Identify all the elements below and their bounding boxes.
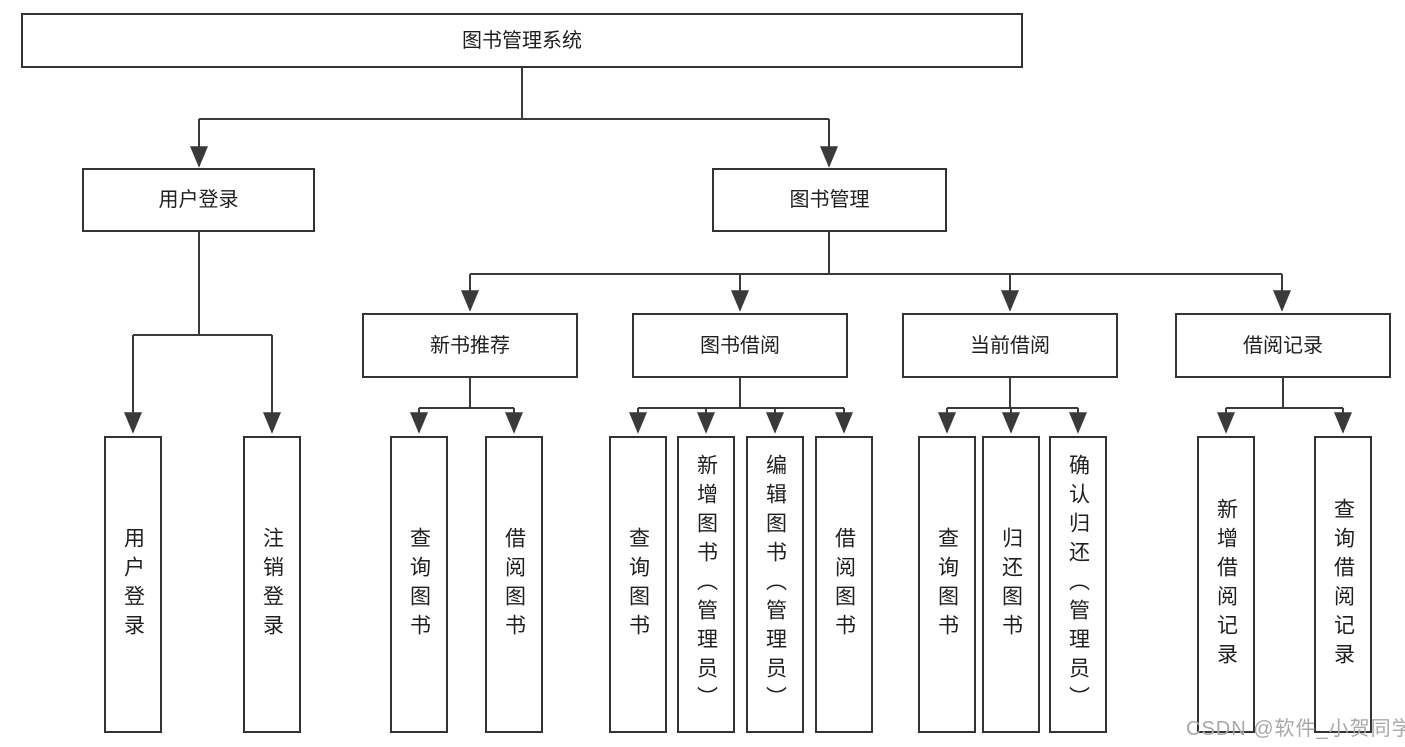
leaf-query-books-2: 查询图书 (609, 436, 667, 733)
watermark: CSDN @软件_小贺同学 (1186, 718, 1405, 740)
node-book-borrow-label: 图书借阅 (700, 334, 780, 357)
leaf-user-login: 用户登录 (104, 436, 162, 733)
node-library-system: 图书管理系统 (21, 13, 1023, 68)
node-borrow-records-label: 借阅记录 (1243, 334, 1323, 357)
leaf-query-borrow-record-label: 查询借阅记录 (1331, 497, 1355, 672)
leaf-logout: 注销登录 (243, 436, 301, 733)
leaf-add-borrow-record-label: 新增借阅记录 (1214, 497, 1238, 672)
leaf-logout-label: 注销登录 (260, 526, 284, 643)
leaf-borrow-books-1-label: 借阅图书 (502, 526, 526, 643)
node-book-management-label: 图书管理 (789, 189, 870, 211)
node-user-login: 用户登录 (82, 168, 315, 232)
node-user-login-label: 用户登录 (158, 189, 239, 211)
leaf-confirm-return-admin-label: 确认归还（管理员） (1066, 454, 1090, 715)
leaf-add-books-admin-label: 新增图书（管理员） (694, 454, 718, 715)
leaf-confirm-return-admin: 确认归还（管理员） (1049, 436, 1107, 733)
node-current-borrow-label: 当前借阅 (970, 334, 1050, 357)
node-library-system-label: 图书管理系统 (462, 29, 582, 52)
node-new-book-recommend-label: 新书推荐 (430, 334, 510, 357)
leaf-query-books-2-label: 查询图书 (626, 526, 650, 643)
leaf-query-borrow-record: 查询借阅记录 (1314, 436, 1372, 733)
node-book-management: 图书管理 (712, 168, 947, 232)
leaf-borrow-books-2: 借阅图书 (815, 436, 873, 733)
leaf-query-books-3: 查询图书 (918, 436, 976, 733)
node-new-book-recommend: 新书推荐 (362, 313, 578, 378)
leaf-return-books: 归还图书 (982, 436, 1040, 733)
leaf-query-books-3-label: 查询图书 (935, 526, 959, 643)
leaf-add-books-admin: 新增图书（管理员） (677, 436, 735, 733)
node-book-borrow: 图书借阅 (632, 313, 848, 378)
node-current-borrow: 当前借阅 (902, 313, 1118, 378)
leaf-query-books-1: 查询图书 (390, 436, 448, 733)
leaf-query-books-1-label: 查询图书 (407, 526, 431, 643)
node-borrow-records: 借阅记录 (1175, 313, 1391, 378)
leaf-borrow-books-2-label: 借阅图书 (832, 526, 856, 643)
leaf-borrow-books-1: 借阅图书 (485, 436, 543, 733)
leaf-edit-books-admin-label: 编辑图书（管理员） (763, 454, 787, 715)
leaf-edit-books-admin: 编辑图书（管理员） (746, 436, 804, 733)
leaf-user-login-label: 用户登录 (121, 526, 145, 643)
leaf-add-borrow-record: 新增借阅记录 (1197, 436, 1255, 733)
connector-lines (133, 68, 1343, 409)
leaf-return-books-label: 归还图书 (999, 526, 1023, 643)
